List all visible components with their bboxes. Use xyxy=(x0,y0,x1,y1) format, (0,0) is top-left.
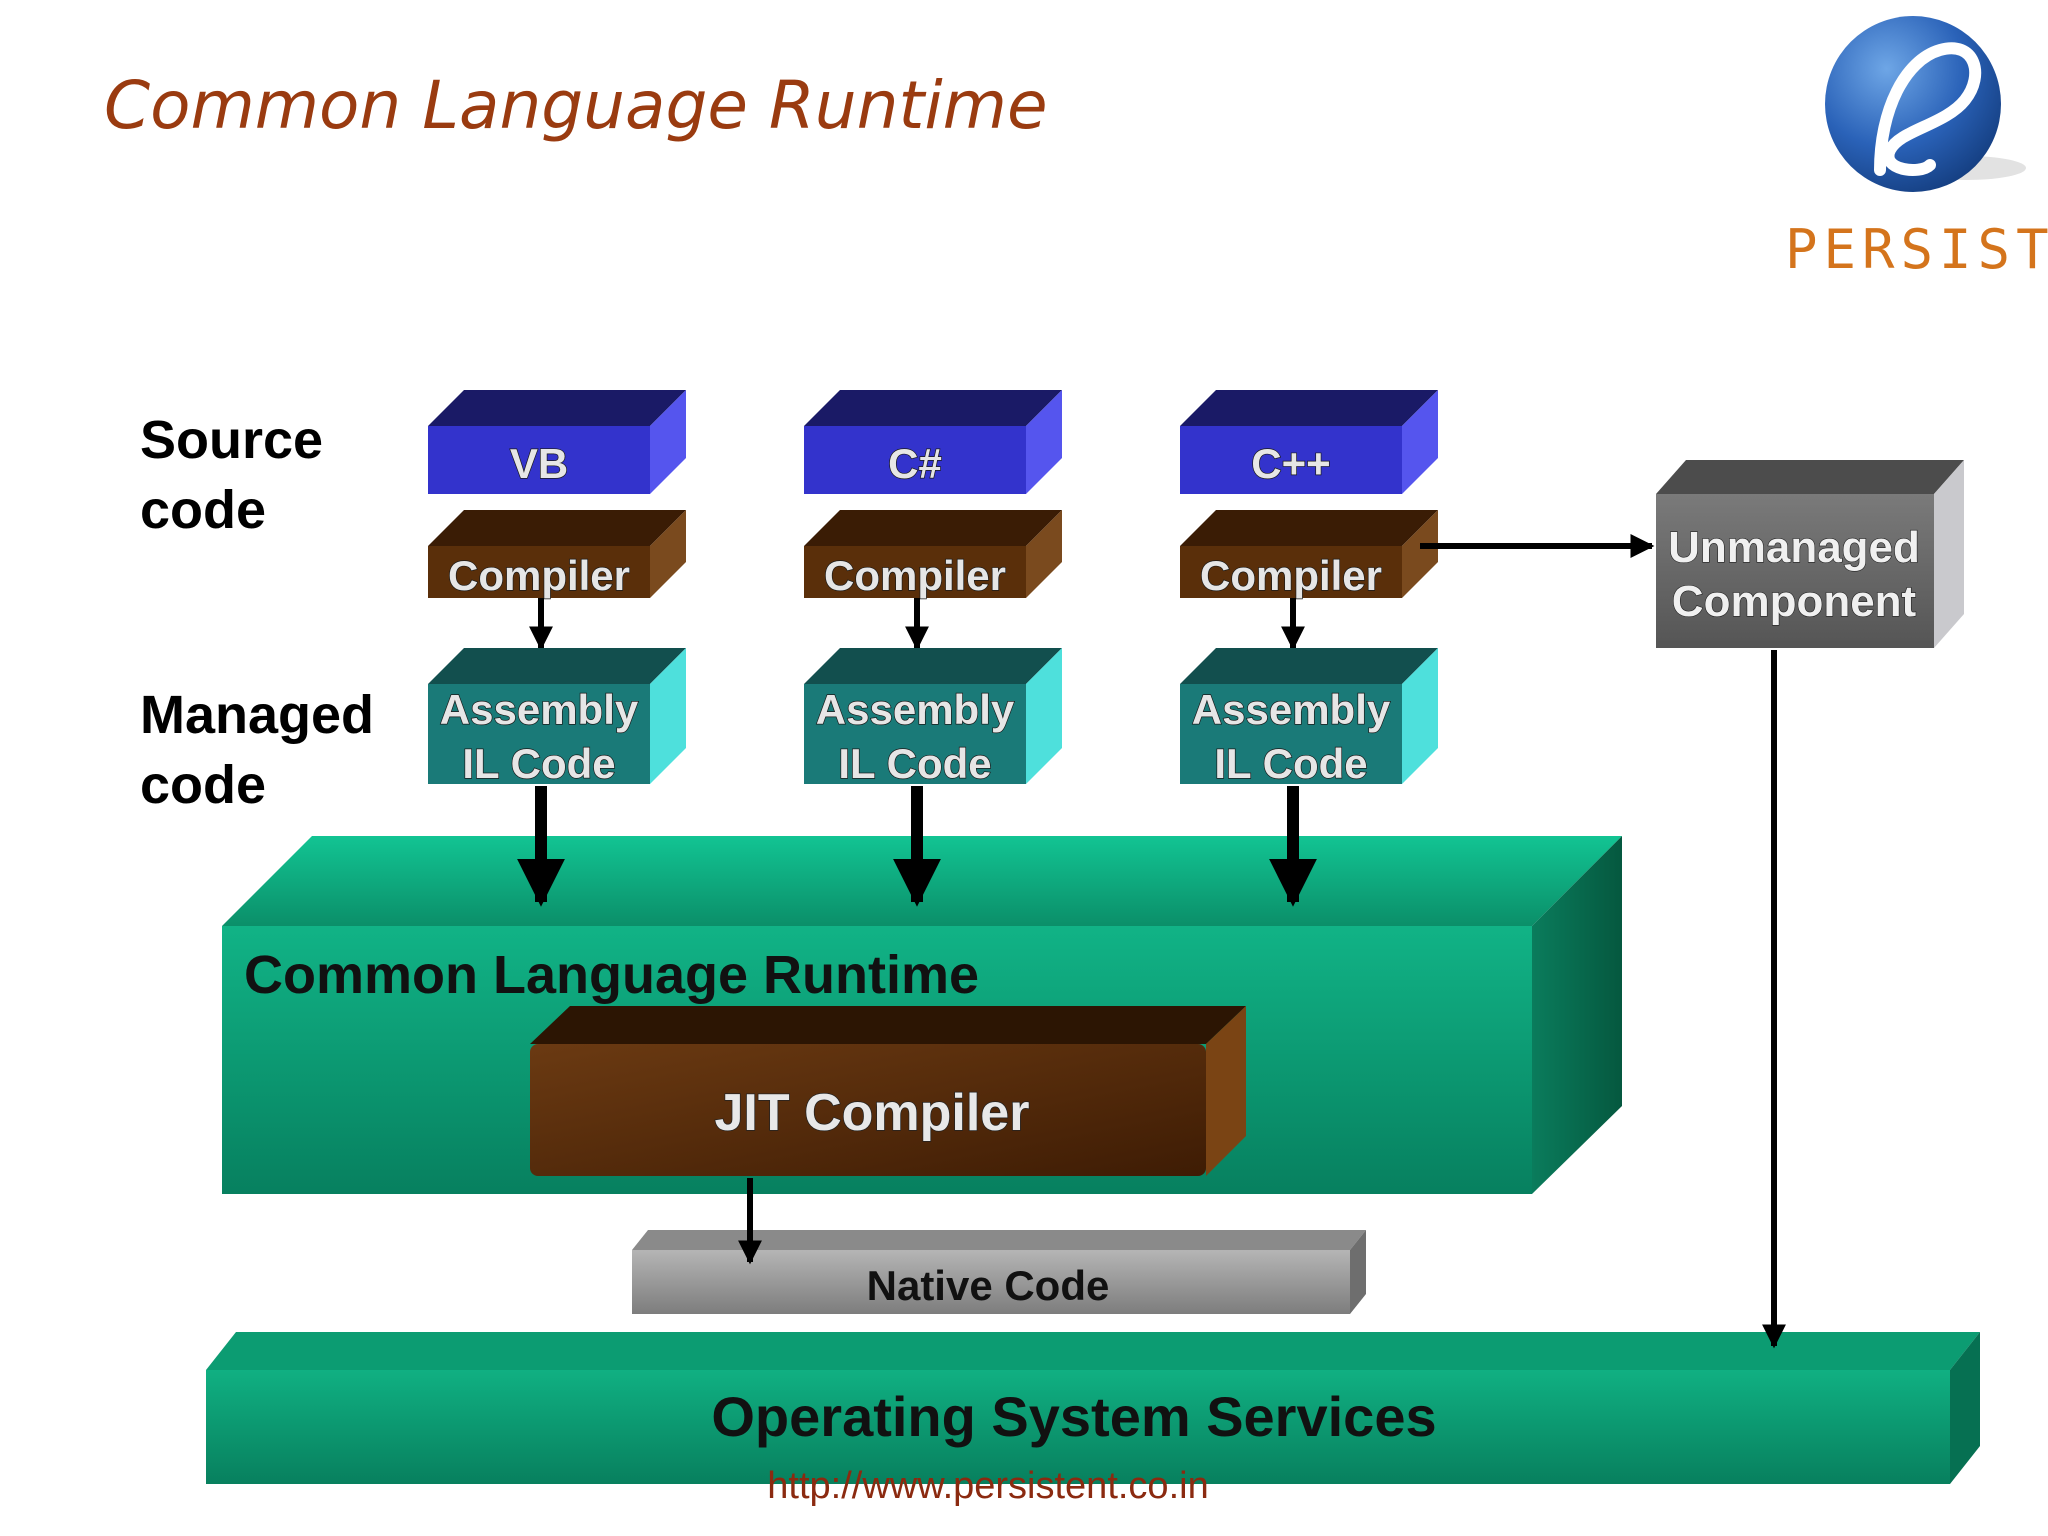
compiler-label: Compiler xyxy=(824,552,1006,599)
unmanaged-component-box: Unmanaged Component xyxy=(1656,460,1964,648)
native-code-label: Native Code xyxy=(867,1262,1110,1309)
assembly-box: Assembly IL Code xyxy=(428,648,686,788)
managed-label-line1: Managed xyxy=(140,685,374,745)
unmanaged-line2: Component xyxy=(1672,577,1917,626)
footer-url: http://www.persistent.co.in xyxy=(767,1465,1208,1507)
language-label: VB xyxy=(510,440,568,487)
compiler-label: Compiler xyxy=(1200,552,1382,599)
compiler-box: Compiler xyxy=(1180,510,1438,600)
assembly-label-line1: Assembly xyxy=(1192,686,1391,733)
language-box: C++ xyxy=(1180,390,1438,494)
globe-icon xyxy=(1825,16,2001,192)
clr-title: Common Language Runtime xyxy=(244,945,979,1005)
managed-label-line2: code xyxy=(140,755,266,815)
assembly-box: Assembly IL Code xyxy=(1180,648,1438,788)
compiler-label: Compiler xyxy=(448,552,630,599)
logo-text: PERSISTENT xyxy=(1785,218,2048,281)
language-box: C# xyxy=(804,390,1062,494)
assembly-label-line2: IL Code xyxy=(1214,740,1367,787)
assembly-label-line2: IL Code xyxy=(462,740,615,787)
assembly-label-line1: Assembly xyxy=(440,686,639,733)
assembly-label-line1: Assembly xyxy=(816,686,1015,733)
jit-label: JIT Compiler xyxy=(715,1084,1030,1142)
language-label: C++ xyxy=(1251,440,1330,487)
slide-title: Common Language Runtime xyxy=(104,67,1048,144)
os-services-slab: Operating System Services xyxy=(206,1332,1980,1484)
arrows xyxy=(738,534,1786,1349)
persistent-logo: PERSISTENT xyxy=(1785,16,2048,281)
jit-compiler-box: JIT Compiler xyxy=(530,1006,1246,1176)
language-label: C# xyxy=(888,440,942,487)
os-services-label: Operating System Services xyxy=(711,1385,1436,1448)
compiler-box: Compiler xyxy=(428,510,686,600)
source-label-line2: code xyxy=(140,480,266,540)
unmanaged-line1: Unmanaged xyxy=(1668,523,1920,572)
logo-swirl-icon xyxy=(1874,42,1982,176)
language-box: VB xyxy=(428,390,686,494)
managed-code-label: Managed code xyxy=(140,685,374,815)
source-code-label: Source code xyxy=(140,410,323,540)
source-label-line1: Source xyxy=(140,410,323,470)
compiler-box: Compiler xyxy=(804,510,1062,600)
native-code-bar: Native Code xyxy=(632,1230,1366,1314)
assembly-box: Assembly IL Code xyxy=(804,648,1062,788)
assembly-label-line2: IL Code xyxy=(838,740,991,787)
